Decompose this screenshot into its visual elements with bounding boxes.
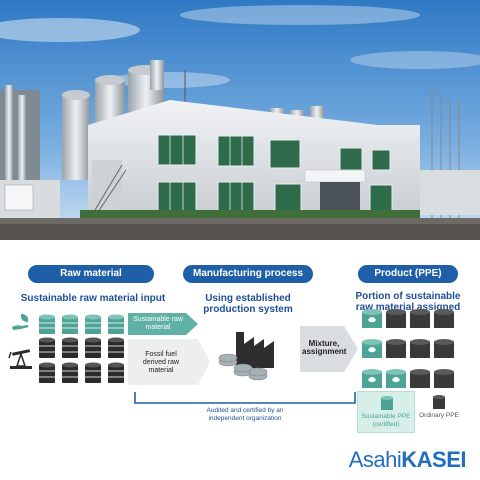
ordinary-ppe-drum-icon [433, 395, 445, 409]
sustainable-ppe-drum-icon [381, 396, 393, 410]
logo-asahi: Asahi [348, 447, 402, 472]
process-subtitle-line1: Using established [205, 293, 291, 304]
product-header: Product (PPE) [358, 265, 458, 283]
sustainable-ppe-label: Sustainable PPE (certified) [361, 413, 411, 428]
factory-photo [0, 0, 480, 240]
sustainable-raw-material-arrow: Sustainable raw material [128, 313, 198, 335]
asahi-kasei-logo: AsahiKASEI [348, 447, 467, 473]
leaf-hand-icon [10, 312, 34, 337]
factory-icon [218, 322, 298, 387]
sustainable-drum-row [38, 314, 128, 341]
raw-material-subtitle: Sustainable raw material input [20, 293, 166, 304]
product-subtitle: Portion of sustainable raw material assi… [352, 291, 464, 313]
product-subtitle-line2: raw material assigned [355, 302, 461, 313]
fossil-fuel-label: Fossil fuel derived raw material [142, 351, 180, 374]
sustainable-ppe-box: Sustainable PPE (certified) [357, 391, 415, 433]
product-drum-grid [360, 308, 460, 393]
sustainable-drum [39, 317, 124, 334]
product-subtitle-line1: Portion of sustainable [355, 291, 461, 302]
oil-pump-icon [8, 348, 34, 375]
audit-note: Audited and certified by an independent … [206, 407, 284, 422]
audit-bracket [134, 392, 356, 411]
raw-material-header: Raw material [28, 265, 154, 283]
sustainable-arrow-label: Sustainable raw material [133, 316, 183, 331]
ordinary-ppe-label: Ordinary PPE [419, 412, 459, 419]
fossil-drum-grid [38, 337, 128, 392]
fossil-arrow-tip [198, 339, 210, 390]
process-subtitle-line2: production system [203, 304, 293, 315]
mixture-assignment-arrow: Mixture, assignment [300, 326, 358, 372]
manufacturing-process-header: Manufacturing process [183, 265, 313, 283]
mixture-label: Mixture, assignment [302, 339, 347, 356]
logo-kasei: KASEI [401, 447, 466, 472]
fossil-fuel-box: Fossil fuel derived raw material [128, 339, 198, 385]
ordinary-ppe-box: Ordinary PPE [418, 391, 460, 433]
process-subtitle: Using established production system [190, 293, 306, 315]
